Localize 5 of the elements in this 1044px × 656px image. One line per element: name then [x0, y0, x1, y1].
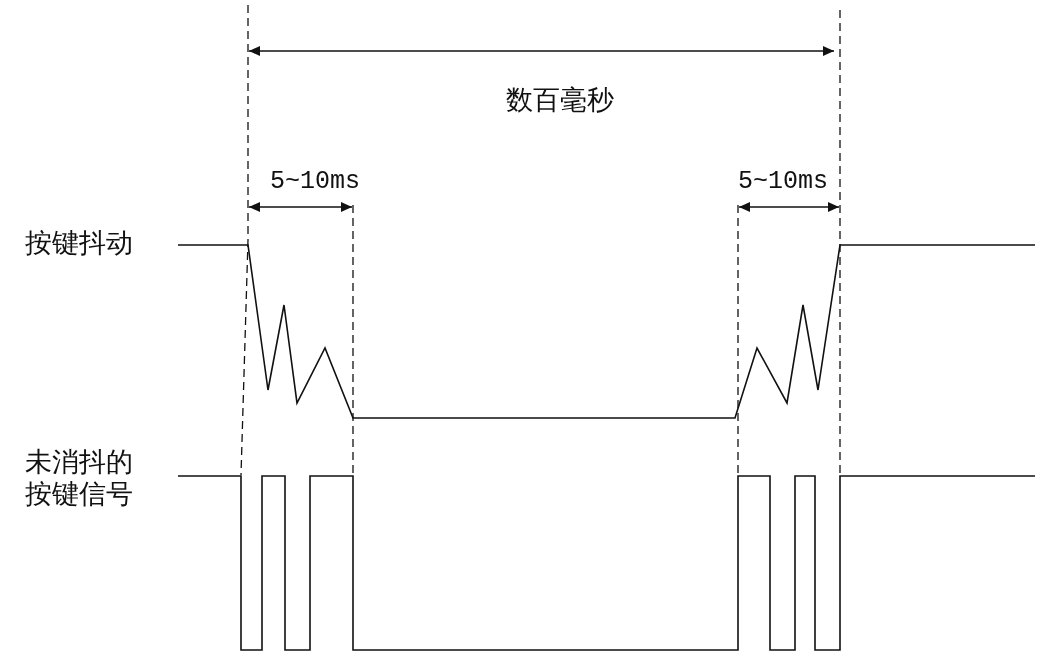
duration-label: 5~10ms [738, 167, 828, 197]
duration-label: 数百毫秒 [506, 83, 614, 117]
duration-label: 5~10ms [270, 167, 360, 197]
signal-label: 按键抖动 [25, 226, 133, 260]
signal-label: 未消抖的按键信号 [25, 445, 134, 511]
